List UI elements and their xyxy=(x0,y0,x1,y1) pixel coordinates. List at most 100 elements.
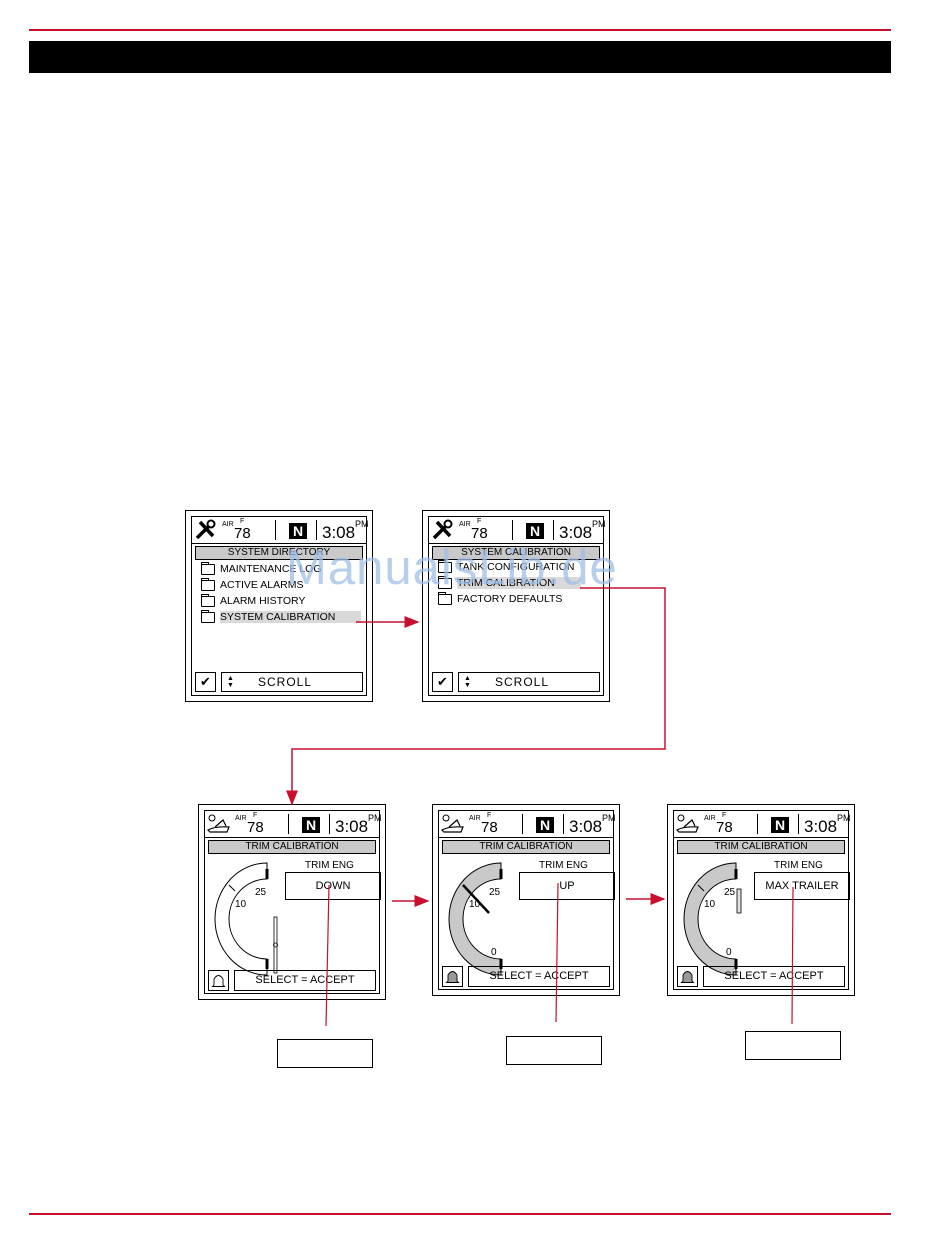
clock-time: 3:08 xyxy=(804,817,838,836)
menu-item-tank-configuration[interactable]: TANK CONFIGURATION xyxy=(435,559,581,575)
trim-engine-label: TRIM ENG xyxy=(539,860,588,871)
tools-icon xyxy=(195,519,216,540)
checkmark-icon[interactable]: ✔ xyxy=(195,672,216,692)
section-header-bar xyxy=(29,41,891,73)
footer-bar: SELECT = ACCEPT xyxy=(442,966,610,987)
select-accept-button[interactable]: SELECT = ACCEPT xyxy=(468,966,610,987)
f-label: F xyxy=(253,812,258,819)
gauge-label-0: 0 xyxy=(726,947,732,958)
folder-icon xyxy=(201,594,215,607)
folder-icon xyxy=(438,560,452,573)
select-accept-button[interactable]: SELECT = ACCEPT xyxy=(234,970,376,991)
leader-line-down xyxy=(325,884,330,1027)
clock-ampm: PM xyxy=(368,813,382,823)
air-label: AIR xyxy=(222,521,234,528)
gauge-label-0: 0 xyxy=(491,947,497,958)
menu-item-system-calibration[interactable]: SYSTEM CALIBRATION xyxy=(198,609,362,625)
menu-item-active-alarms[interactable]: ACTIVE ALARMS xyxy=(198,577,361,593)
menu-title: SYSTEM CALIBRATION xyxy=(432,546,600,560)
screen-system-calibration: AIR F 78 N 3:08 PM SYSTEM CALIBRATION TA… xyxy=(422,510,610,702)
scroll-button[interactable]: ▲▼ SCROLL xyxy=(221,672,363,692)
air-temp: 78 xyxy=(481,819,498,836)
air-label: AIR xyxy=(459,521,471,528)
trim-engine-label: TRIM ENG xyxy=(305,860,354,871)
status-header: AIR F 78 N 3:08 PM xyxy=(429,517,606,544)
checkmark-icon[interactable]: ✔ xyxy=(432,672,453,692)
up-down-arrow-icon: ▲▼ xyxy=(464,675,472,689)
air-label: AIR xyxy=(469,815,481,822)
clock-ampm: PM xyxy=(837,813,851,823)
screen-system-directory: AIR F 78 N 3:08 PM SYSTEM DIRECTORY MAIN… xyxy=(185,510,373,702)
folder-icon xyxy=(438,592,452,605)
trim-value-box: DOWN xyxy=(285,872,381,900)
status-header: AIR F 78 N 3:08 PM xyxy=(192,517,369,544)
air-temp: 78 xyxy=(471,525,488,542)
folder-icon xyxy=(201,578,215,591)
trim-engine-label: TRIM ENG xyxy=(774,860,823,871)
callout-box-down xyxy=(277,1039,373,1068)
f-label: F xyxy=(240,518,245,525)
air-temp: 78 xyxy=(234,525,251,542)
boat-icon xyxy=(676,814,699,833)
top-rule xyxy=(29,29,891,31)
gauge-label-25: 25 xyxy=(724,887,736,898)
gear-indicator: N xyxy=(771,817,789,833)
folder-icon xyxy=(201,562,215,575)
clock-time: 3:08 xyxy=(335,817,369,836)
screen-trim-calibration-max-trailer: AIR F 78 N 3:08 PM TRIM CALIBRATION 10 xyxy=(667,804,855,996)
clock-time: 3:08 xyxy=(569,817,603,836)
menu-item-factory-defaults[interactable]: FACTORY DEFAULTS xyxy=(435,591,581,607)
clock-ampm: PM xyxy=(355,519,369,529)
menu-list: MAINTENANCE LOG ACTIVE ALARMS ALARM HIST… xyxy=(198,561,362,625)
menu-item-trim-calibration[interactable]: TRIM CALIBRATION xyxy=(435,575,581,591)
air-label: AIR xyxy=(235,815,247,822)
leader-line-up xyxy=(555,882,559,1023)
air-temp: 78 xyxy=(247,819,264,836)
footer-bar: ✔ ▲▼ SCROLL xyxy=(432,672,600,692)
clock-time: 3:08 xyxy=(559,523,593,542)
air-label: AIR xyxy=(704,815,716,822)
footer-bar: ✔ ▲▼ SCROLL xyxy=(195,672,363,692)
gauge-label-10: 10 xyxy=(235,899,247,910)
boat-icon xyxy=(441,814,464,833)
screen-title: TRIM CALIBRATION xyxy=(442,840,610,854)
clock-ampm: PM xyxy=(592,519,606,529)
callout-box-max-trailer xyxy=(745,1031,841,1060)
status-header: AIR F 78 N 3:08 PM xyxy=(205,811,382,838)
trim-gauge: 10 25 xyxy=(214,862,278,976)
leader-line-max-trailer xyxy=(791,886,794,1025)
menu-item-alarm-history[interactable]: ALARM HISTORY xyxy=(198,593,361,609)
bell-icon[interactable] xyxy=(677,966,698,987)
clock-time: 3:08 xyxy=(322,523,356,542)
select-accept-button[interactable]: SELECT = ACCEPT xyxy=(703,966,845,987)
watermark: ManualsLib.de xyxy=(286,541,618,595)
f-label: F xyxy=(487,812,492,819)
folder-icon xyxy=(438,576,452,589)
menu-list: TANK CONFIGURATION TRIM CALIBRATION FACT… xyxy=(435,559,581,607)
callout-box-up xyxy=(506,1036,602,1065)
menu-item-maintenance-log[interactable]: MAINTENANCE LOG xyxy=(198,561,361,577)
footer-bar: SELECT = ACCEPT xyxy=(677,966,845,987)
arrow-to-trim xyxy=(286,587,666,806)
screen-title: TRIM CALIBRATION xyxy=(677,840,845,854)
gauge-label-10: 10 xyxy=(704,899,716,910)
scroll-button[interactable]: ▲▼ SCROLL xyxy=(458,672,600,692)
boat-icon xyxy=(207,814,230,833)
gauge-label-25: 25 xyxy=(489,887,501,898)
screen-trim-calibration-down: AIR F 78 N 3:08 PM TRIM CALIBRATION 10 xyxy=(198,804,386,1000)
gear-indicator: N xyxy=(526,523,544,539)
trim-value-box: MAX TRAILER xyxy=(754,872,850,900)
gauge-label-25: 25 xyxy=(255,887,267,898)
tools-icon xyxy=(432,519,453,540)
footer-bar: SELECT = ACCEPT xyxy=(208,970,376,991)
status-header: AIR F 78 N 3:08 PM xyxy=(439,811,616,838)
trim-gauge: 10 25 0 xyxy=(683,862,742,976)
bell-icon[interactable] xyxy=(208,970,229,991)
clock-ampm: PM xyxy=(602,813,616,823)
bell-icon[interactable] xyxy=(442,966,463,987)
gauge-label-10: 10 xyxy=(469,899,481,910)
bottom-rule xyxy=(29,1213,891,1215)
screen-title: TRIM CALIBRATION xyxy=(208,840,376,854)
menu-title: SYSTEM DIRECTORY xyxy=(195,546,363,560)
